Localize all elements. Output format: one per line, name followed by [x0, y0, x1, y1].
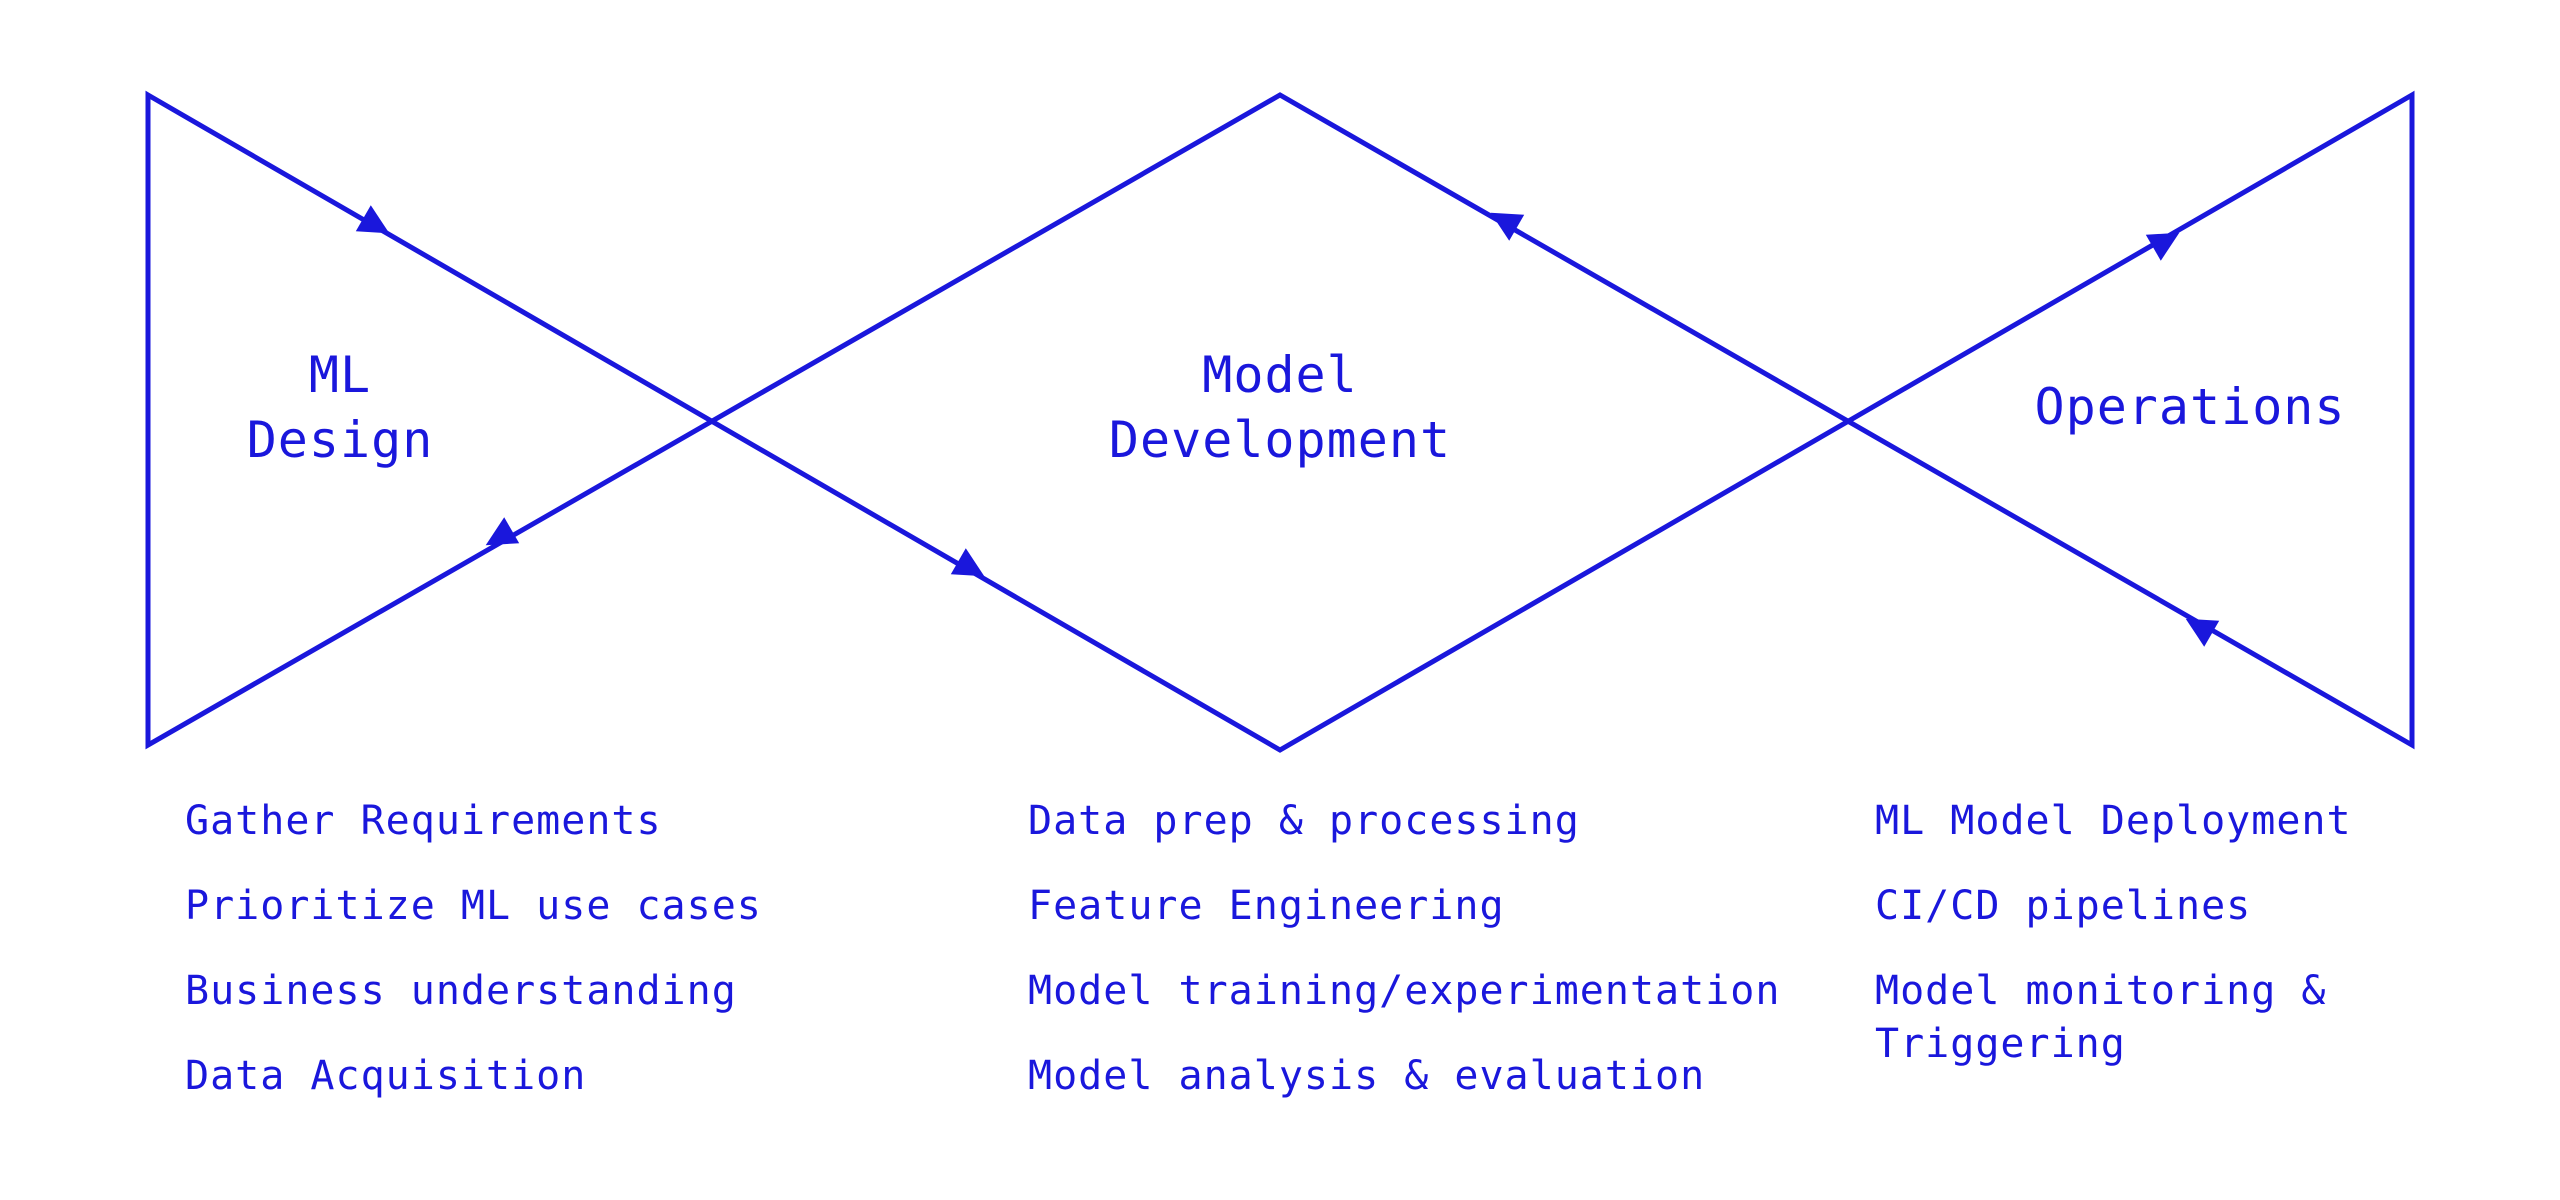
arrow-operations-upper-icon: [2145, 232, 2180, 261]
task-item: ML Model Deployment: [1875, 798, 2352, 844]
phase-title-line: ML: [308, 346, 372, 404]
task-item: CI/CD pipelines: [1875, 883, 2252, 929]
arrow-operations-lower-icon: [2185, 618, 2220, 647]
phase-title-line: Model: [1202, 346, 1358, 404]
arrow-development-upper-icon: [1490, 212, 1525, 241]
operations-task-list: ML Model Deployment CI/CD pipelines Mode…: [1875, 795, 2352, 1103]
phase-title-ml-design: ML Design: [190, 343, 490, 473]
phase-title-model-development: Model Development: [1030, 343, 1530, 473]
phase-title-operations: Operations: [2000, 375, 2380, 440]
task-item: Data prep & processing: [1028, 798, 1580, 844]
task-item: Model monitoring & Triggering: [1875, 968, 2327, 1067]
task-item: Model training/experimentation: [1028, 968, 1781, 1014]
task-item: Gather Requirements: [185, 798, 662, 844]
arrow-development-lower-icon: [950, 548, 985, 577]
arrow-design-to-development-icon: [355, 205, 390, 234]
ml-design-task-list: Gather Requirements Prioritize ML use ca…: [185, 795, 762, 1135]
phase-title-line: Development: [1108, 411, 1452, 469]
task-item: Business understanding: [185, 968, 737, 1014]
task-item: Model analysis & evaluation: [1028, 1053, 1706, 1099]
lifecycle-loop-outline: [145, 90, 2415, 753]
task-item: Prioritize ML use cases: [185, 883, 762, 929]
phase-title-line: Design: [246, 411, 434, 469]
model-development-task-list: Data prep & processing Feature Engineeri…: [1028, 795, 1780, 1135]
task-item: Feature Engineering: [1028, 883, 1505, 929]
task-item: Data Acquisition: [185, 1053, 587, 1099]
arrow-design-lower-icon: [485, 517, 520, 546]
phase-title-line: Operations: [2034, 378, 2346, 436]
